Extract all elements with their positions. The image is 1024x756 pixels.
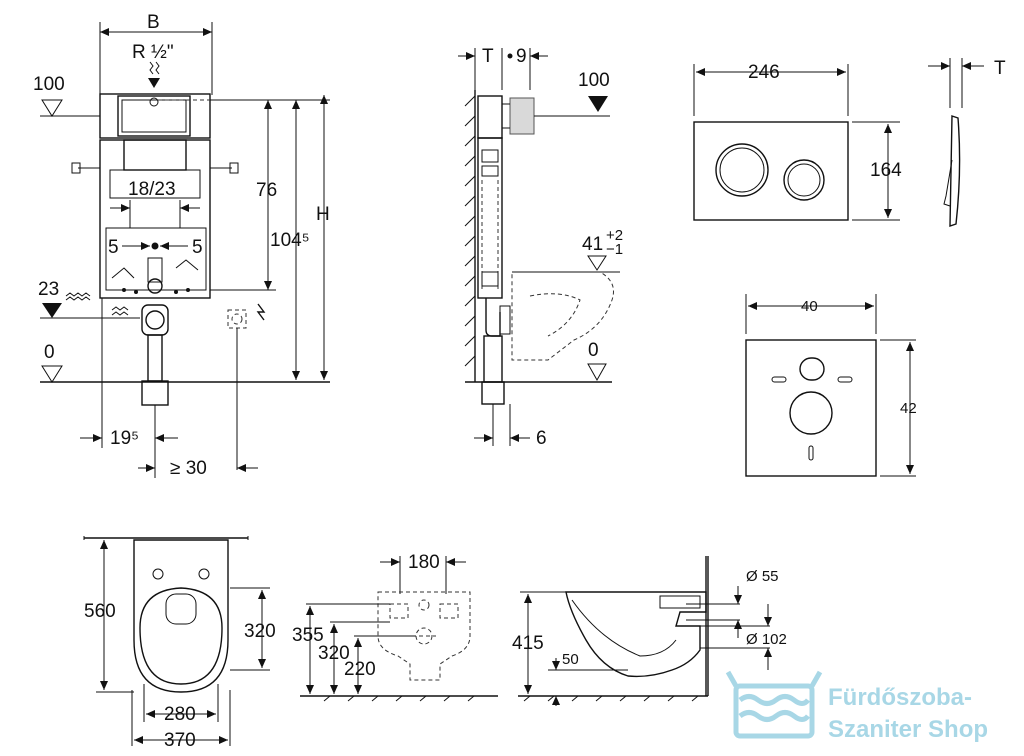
- watermark: Fürdőszoba- Szaniter Shop: [725, 670, 988, 743]
- dim-164-label: 164: [870, 160, 902, 181]
- dim-415-label: 415: [512, 633, 544, 654]
- dim-5-right-label: 5: [192, 237, 203, 258]
- dim-370-label: 370: [164, 730, 196, 751]
- dim-50-label: 50: [562, 651, 579, 668]
- dim-9-label: 9: [516, 46, 527, 67]
- dim-t-plate-label: T: [994, 58, 1006, 79]
- frame-front-view: B R ½" 100 18/23: [33, 12, 330, 479]
- dim-220-label: 220: [344, 659, 376, 680]
- dim-76-label: 76: [256, 180, 277, 201]
- dim-180-label: 180: [408, 552, 440, 573]
- level-0-left-label: 0: [44, 342, 55, 363]
- level-100-side-label: 100: [578, 70, 610, 91]
- dim-280-label: 280: [164, 704, 196, 725]
- dim-320-top-label: 320: [244, 621, 276, 642]
- dim-b-label: B: [147, 12, 160, 33]
- dim-6-label: 6: [536, 428, 547, 449]
- flush-plate-view: 246 164 T: [693, 58, 1006, 227]
- dim-42-label: 42: [900, 400, 917, 417]
- watermark-line1: Fürdőszoba-: [828, 684, 972, 711]
- dim-18-23-label: 18/23: [128, 179, 176, 200]
- wall-plate-view: 40 42: [745, 294, 917, 477]
- bowl-side-view: Ø 55 Ø 102 415 50: [512, 556, 787, 706]
- dim-40-label: 40: [801, 298, 818, 315]
- dim-t-side-label: T: [482, 46, 494, 67]
- dim-5-left-label: 5: [108, 237, 119, 258]
- level-100-label: 100: [33, 74, 65, 95]
- dim-d102-label: Ø 102: [746, 631, 787, 648]
- dim-320-back-label: 320: [318, 643, 350, 664]
- watermark-logo: [725, 670, 823, 739]
- frame-side-view: T 9 100 41 +2 −1 0: [458, 46, 623, 449]
- dim-19-5-label: 19⁵: [110, 428, 139, 449]
- watermark-line2: Szaniter Shop: [828, 716, 988, 743]
- level-41-tol-minus: −1: [606, 241, 623, 258]
- bowl-back-view: 180 355 320 220: [292, 552, 498, 702]
- dim-h-label: H: [316, 204, 330, 225]
- dim-d55-label: Ø 55: [746, 568, 779, 585]
- bowl-top-view: 560 320 280 370: [83, 536, 276, 751]
- dim-104-5-label: 104⁵: [270, 230, 310, 251]
- level-41-tol-plus: +2: [606, 227, 623, 244]
- dim-246-label: 246: [748, 62, 780, 83]
- dim-355-label: 355: [292, 625, 324, 646]
- level-41-label: 41: [582, 234, 603, 255]
- dim-ge-30-label: ≥ 30: [170, 458, 207, 479]
- level-23-label: 23: [38, 279, 59, 300]
- dim-560-label: 560: [84, 601, 116, 622]
- level-0-side-label: 0: [588, 340, 599, 361]
- dim-r-label: R ½": [132, 42, 174, 63]
